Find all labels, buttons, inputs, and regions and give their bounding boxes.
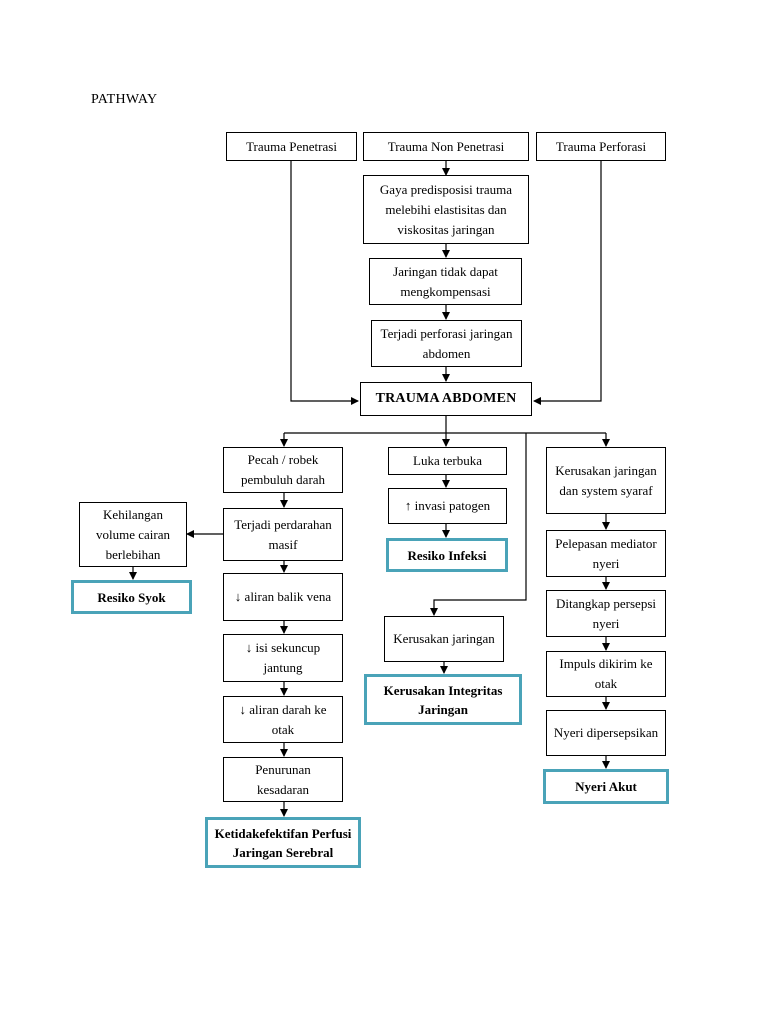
perdarahan-masif-box: Terjadi perdarahan masif [223,508,343,561]
arrow [430,433,527,616]
isi-sekuncup-box: ↓ isi sekuncup jantung [223,634,343,682]
perforasi-abdomen-box: Terjadi perforasi jaringan abdomen [371,320,522,367]
impuls-otak-box: Impuls dikirim ke otak [546,651,666,697]
jaringan-tidak-kompensasi-box: Jaringan tidak dapat mengkompensasi [369,258,522,305]
nyeri-dipersepsikan-box: Nyeri dipersepsikan [546,710,666,756]
diagnosis-kerusakan-integritas: Kerusakan Integritas Jaringan [364,674,522,725]
pelepasan-mediator-box: Pelepasan mediator nyeri [546,530,666,577]
aliran-balik-vena-box: ↓ aliran balik vena [223,573,343,621]
diagnosis-resiko-infeksi: Resiko Infeksi [386,538,508,572]
arrow [290,160,359,405]
invasi-patogen-box: ↑ invasi patogen [388,488,507,524]
trauma-abdomen-box: TRAUMA ABDOMEN [360,382,532,416]
trauma-non-penetrasi-box: Trauma Non Penetrasi [363,132,529,161]
penurunan-kesadaran-box: Penurunan kesadaran [223,757,343,802]
page-title: PATHWAY [91,92,158,107]
trauma-penetrasi-box: Trauma Penetrasi [226,132,357,161]
pecah-pembuluh-box: Pecah / robek pembuluh darah [223,447,343,493]
aliran-darah-otak-box: ↓ aliran darah ke otak [223,696,343,743]
ditangkap-persepsi-box: Ditangkap persepsi nyeri [546,590,666,637]
arrow [533,160,602,405]
kerusakan-syaraf-box: Kerusakan jaringan dan system syaraf [546,447,666,514]
kerusakan-jaringan-box: Kerusakan jaringan [384,616,504,662]
diagnosis-resiko-syok: Resiko Syok [71,580,192,614]
trauma-perforasi-box: Trauma Perforasi [536,132,666,161]
gaya-predisposisi-box: Gaya predisposisi trauma melebihi elasti… [363,175,529,244]
kehilangan-volume-box: Kehilangan volume cairan berlebihan [79,502,187,567]
diagnosis-nyeri-akut: Nyeri Akut [543,769,669,804]
luka-terbuka-box: Luka terbuka [388,447,507,475]
diagnosis-perfusi-serebral: Ketidakefektifan Perfusi Jaringan Serebr… [205,817,361,868]
